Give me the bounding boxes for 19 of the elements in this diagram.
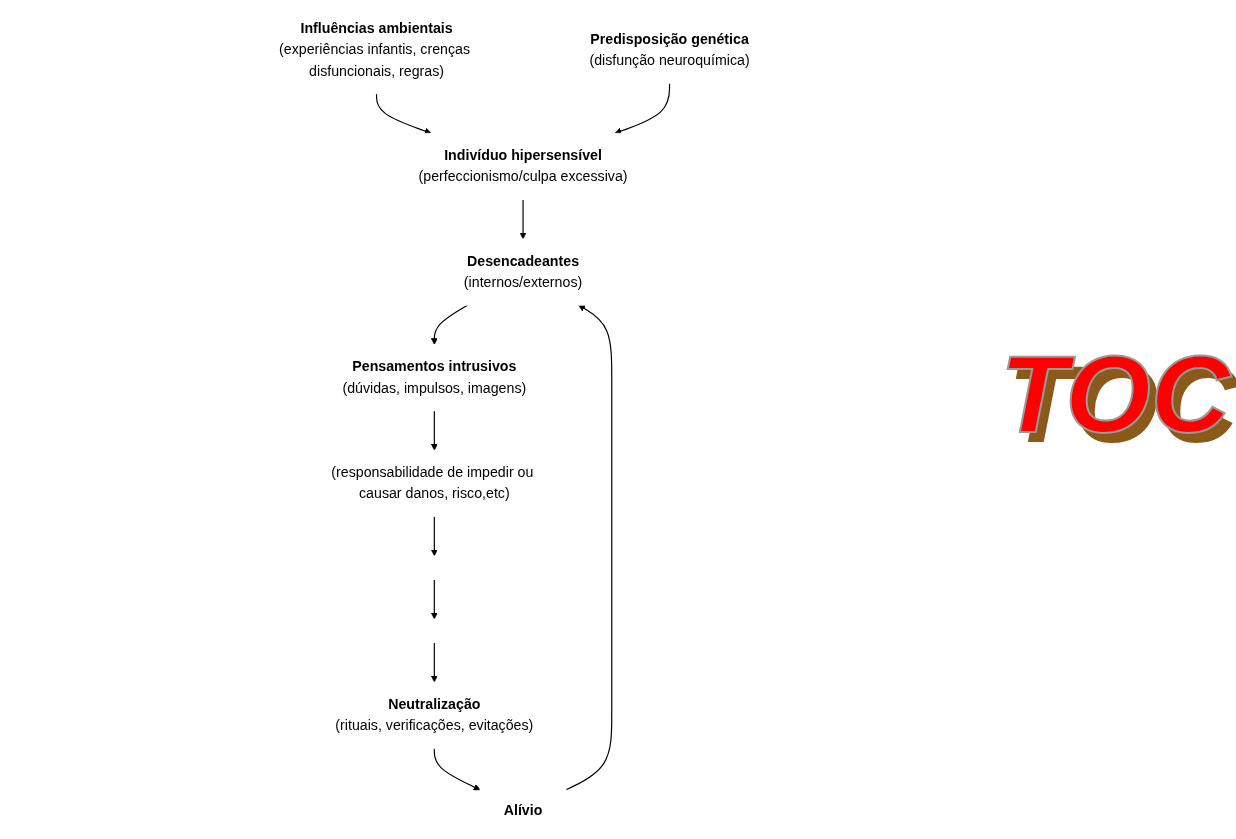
arrow [519, 198, 527, 240]
node-text: Predisposição genética (disfunção neuroquímica) [589, 31, 750, 69]
node-text: Influências ambientais (experiências infantis, crenças disfuncionais, regras) [279, 20, 471, 79]
arrow [433, 747, 481, 791]
arrow [614, 82, 671, 135]
arrow [430, 642, 438, 683]
node-text: (responsabilidade de impedir ou causar danos, risco,etc) [331, 464, 534, 502]
node-text: Neutralização (rituais, verificações, evitações) [335, 696, 534, 734]
node-text: Alívio [503, 801, 543, 818]
arrow [430, 304, 468, 345]
arrow [375, 93, 432, 135]
arrow [565, 304, 613, 791]
arrow [430, 410, 438, 451]
arrow [430, 515, 438, 557]
node-text: Pensamentos intrusivos (dúvidas, impulsos, imagens) [342, 358, 527, 396]
title-wordart: TOC [1000, 331, 1230, 457]
node-text: Indivíduo hipersensível (perfeccionismo/culpa excessiva) [418, 147, 628, 185]
node-text: Desencadeantes (internos/externos) [463, 253, 583, 291]
arrow [430, 579, 438, 620]
